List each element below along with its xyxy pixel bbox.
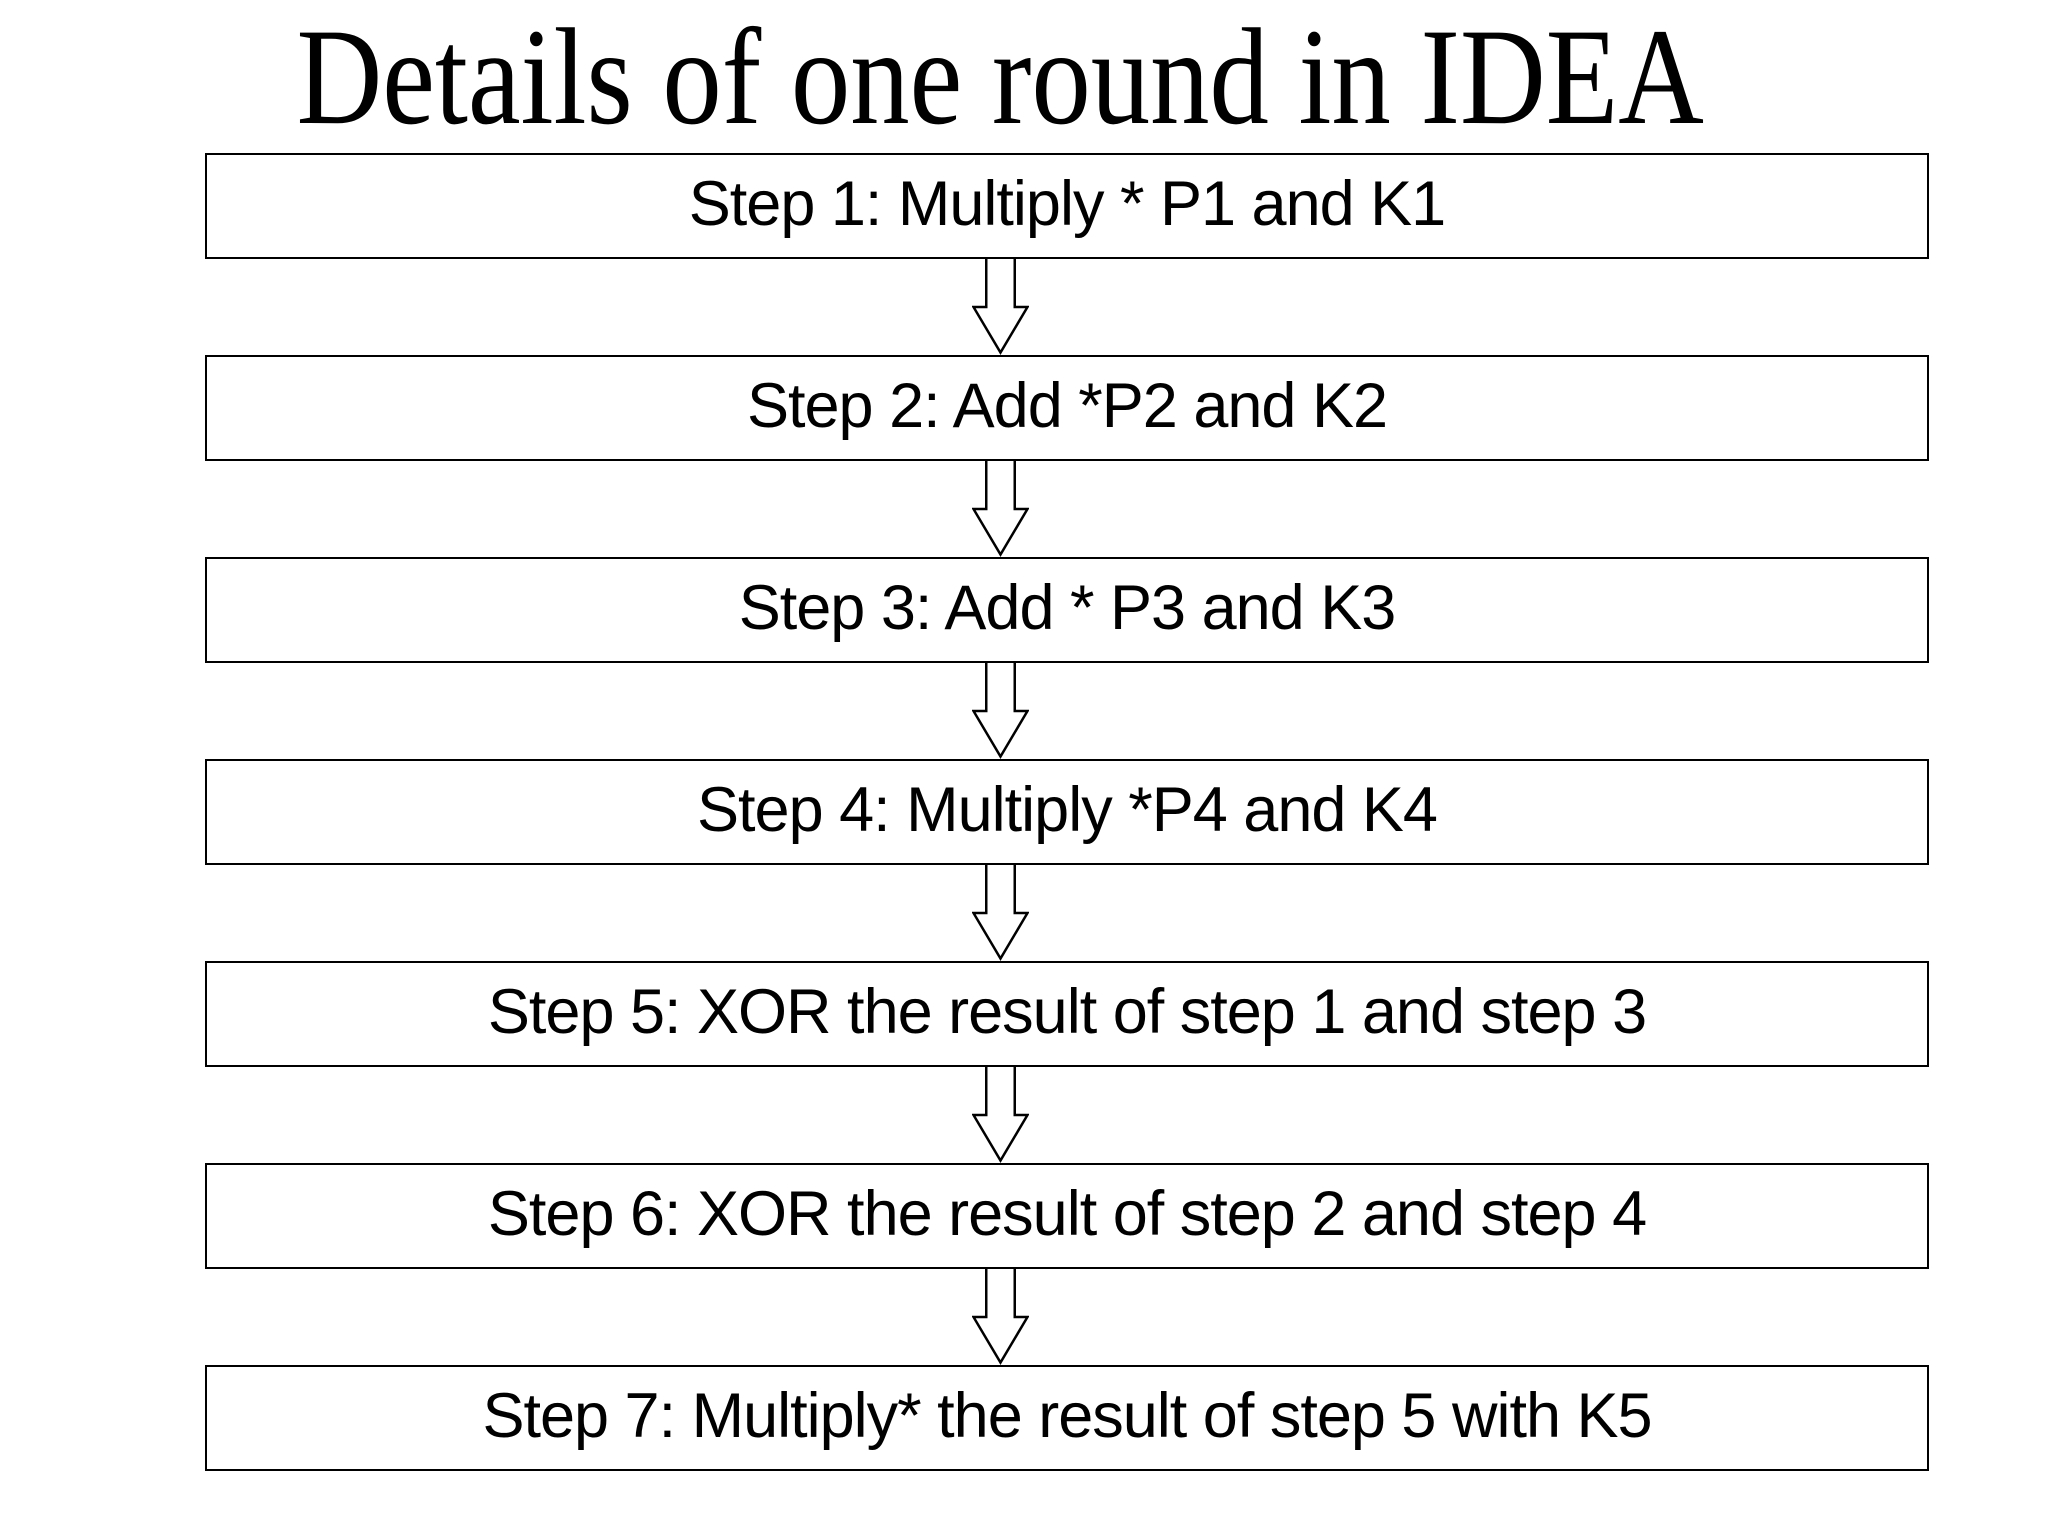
step-box-4: Step 4: Multiply *P4 and K4	[205, 759, 1929, 865]
step-label-4: Step 4: Multiply *P4 and K4	[697, 774, 1438, 845]
down-arrow-icon	[972, 1269, 1029, 1365]
down-arrow-icon	[972, 865, 1029, 961]
step-box-5: Step 5: XOR the result of step 1 and ste…	[205, 961, 1929, 1067]
step-box-2: Step 2: Add *P2 and K2	[205, 355, 1929, 461]
down-arrow-icon	[972, 1067, 1029, 1163]
down-arrow-icon	[972, 461, 1029, 557]
step-label-5: Step 5: XOR the result of step 1 and ste…	[487, 976, 1647, 1047]
step-label-6: Step 6: XOR the result of step 2 and ste…	[487, 1178, 1647, 1249]
step-label-3: Step 3: Add * P3 and K3	[738, 572, 1397, 643]
step-box-6: Step 6: XOR the result of step 2 and ste…	[205, 1163, 1929, 1269]
down-arrow-icon	[972, 663, 1029, 759]
slide-title-text: Details of one round in IDEA	[296, 0, 1704, 153]
step-box-1: Step 1: Multiply * P1 and K1	[205, 153, 1929, 259]
step-box-3: Step 3: Add * P3 and K3	[205, 557, 1929, 663]
step-box-7: Step 7: Multiply* the result of step 5 w…	[205, 1365, 1929, 1471]
slide-title: Details of one round in IDEA	[0, 0, 2000, 160]
step-label-1: Step 1: Multiply * P1 and K1	[688, 168, 1446, 239]
step-label-2: Step 2: Add *P2 and K2	[746, 370, 1388, 441]
step-label-7: Step 7: Multiply* the result of step 5 w…	[482, 1380, 1652, 1451]
down-arrow-icon	[972, 259, 1029, 355]
